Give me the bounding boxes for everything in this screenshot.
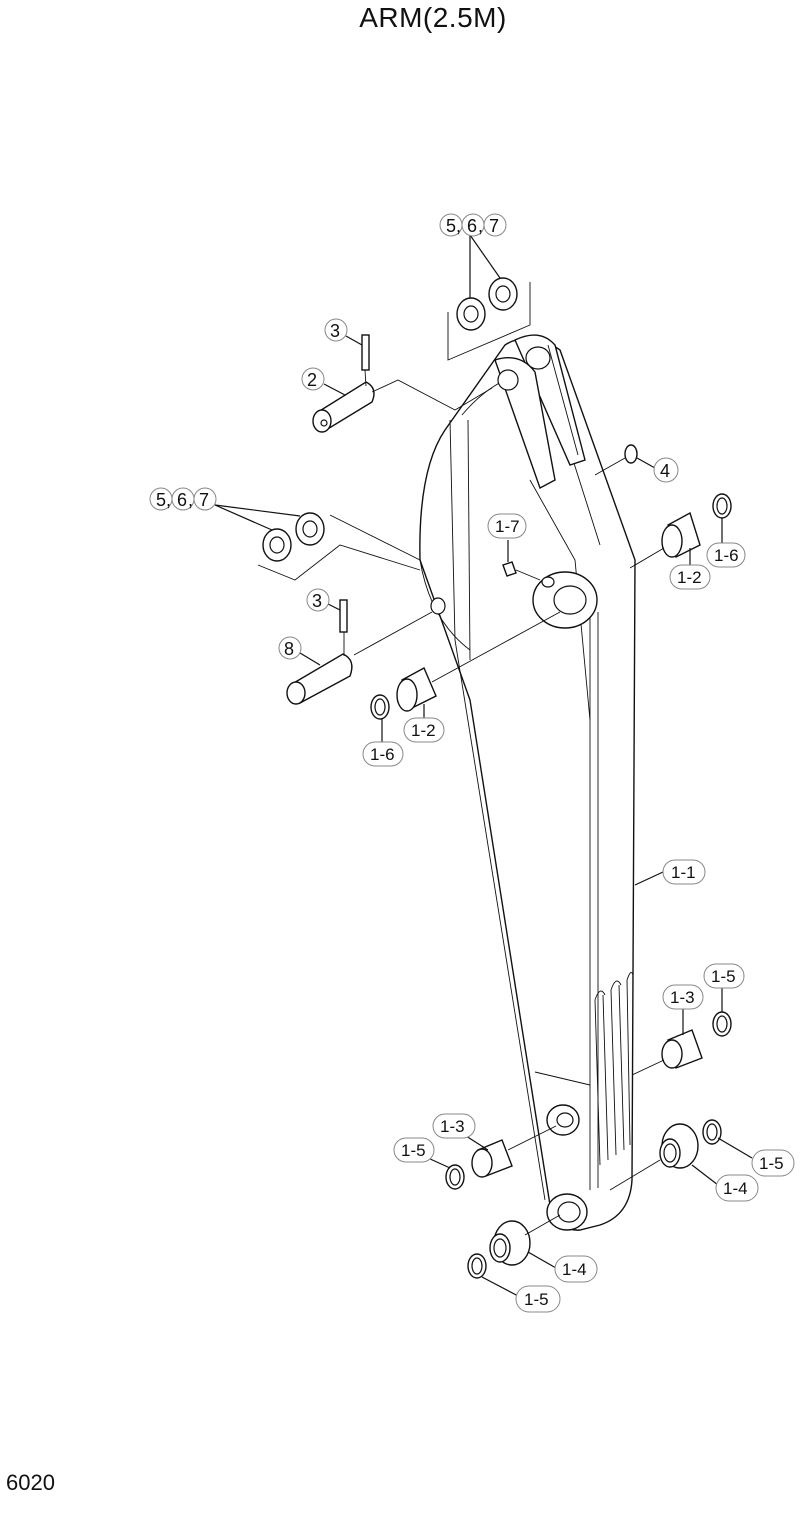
shims-left <box>257 512 421 581</box>
callout-label: 1-3 <box>670 988 695 1007</box>
callout-nipple-1-7: 1-7 <box>487 513 527 562</box>
callout-label: 1-1 <box>671 863 696 882</box>
callout-label: 1-2 <box>411 721 436 740</box>
callout-label: 3 <box>330 321 340 341</box>
callout-label: 4 <box>660 461 670 481</box>
callout-pin-3-mid: 3 <box>306 588 341 612</box>
svg-text:,: , <box>166 490 171 510</box>
callout-label: 1-4 <box>723 1179 748 1198</box>
callout-bush-1-4-right: 1-4 <box>691 1164 759 1202</box>
callout-label: 5 <box>446 216 456 236</box>
callout-shims-left: 5 , 6 , 7 <box>149 487 301 531</box>
callout-ring-1-6-right: 1-6 <box>706 518 746 568</box>
svg-text:,: , <box>478 216 483 236</box>
callout-ring-1-5-left: 1-5 <box>393 1137 451 1169</box>
callout-arm-1-1: 1-1 <box>634 859 706 886</box>
callout-pin-2: 2 <box>301 367 346 396</box>
pin-2-assembly <box>312 334 493 433</box>
callout-label: 1-5 <box>401 1141 426 1160</box>
callout-label: 1-5 <box>711 967 736 986</box>
callout-label: 7 <box>489 216 499 236</box>
page-number: 6020 <box>6 1470 55 1495</box>
svg-text:,: , <box>456 216 461 236</box>
callout-label: 6 <box>467 216 477 236</box>
callout-oring-4: 4 <box>636 457 679 483</box>
callout-label: 1-5 <box>759 1154 784 1173</box>
callout-pin-3-top: 3 <box>324 318 363 346</box>
callout-label: 1-6 <box>714 546 739 565</box>
callout-bush-1-2-left: 1-2 <box>403 704 445 743</box>
callout-shims-top: 5 , 6 , 7 <box>439 213 507 298</box>
callout-ring-1-6-left: 1-6 <box>362 719 404 767</box>
callout-pin-8: 8 <box>278 636 321 666</box>
callout-label: 1-6 <box>370 745 395 764</box>
callout-label: 5 <box>156 490 166 510</box>
callout-label: 1-7 <box>495 517 520 536</box>
callout-label: 3 <box>312 591 322 611</box>
callout-bush-1-3-right: 1-3 <box>662 984 704 1035</box>
callout-label: 6 <box>177 490 187 510</box>
callout-ring-1-5-right-low: 1-5 <box>717 1137 795 1177</box>
callout-label: 1-5 <box>524 1290 549 1309</box>
callout-label: 1-2 <box>677 568 702 587</box>
callout-label: 1-4 <box>562 1260 587 1279</box>
shims-top <box>447 277 531 361</box>
arm-body <box>419 334 636 1231</box>
callout-bush-1-4-left: 1-4 <box>527 1251 598 1283</box>
callout-bush-1-2-right: 1-2 <box>669 548 711 590</box>
callout-label: 7 <box>199 490 209 510</box>
callout-ring-1-5-bottom: 1-5 <box>481 1276 561 1313</box>
svg-text:,: , <box>188 490 193 510</box>
callout-label: 1-3 <box>440 1117 465 1136</box>
page-title: ARM(2.5M) <box>359 2 507 33</box>
callout-bush-1-3-left: 1-3 <box>432 1113 489 1151</box>
callout-label: 2 <box>307 370 317 390</box>
callout-ring-1-5-right-top: 1-5 <box>703 963 745 1012</box>
bushings <box>370 444 732 1279</box>
callout-label: 8 <box>284 639 294 659</box>
pin-8-assembly <box>286 599 433 705</box>
